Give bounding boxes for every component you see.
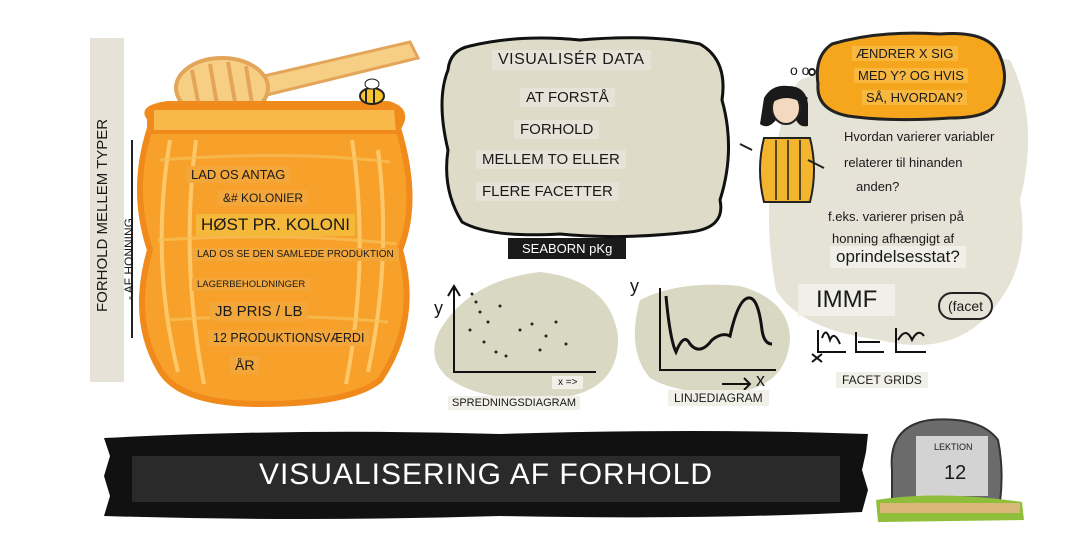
note-line-1: Hvordan varierer variabler [838,128,1001,145]
person-figure [739,85,825,203]
left-column-title: FORHOLD MELLEM TYPER [94,119,111,312]
note-line-6: oprindelsesstat? [830,246,966,268]
cloud-line-1: VISUALISÉR DATA [492,50,651,70]
banner-title: VISUALISERING AF FORHOLD [258,458,714,491]
scatter-x-label: x => [552,376,584,389]
line-caption: LINJEDIAGRAM [668,390,769,406]
seaborn-label: SEABORN pKg [508,238,627,259]
left-column-panel [90,38,124,382]
bee-icon [359,78,385,105]
left-column-subtitle: - AF HONNING [122,218,136,300]
banner-inner-panel [132,456,840,502]
lesson-label: LEKTION [934,442,973,452]
jar-line-8: ÅR [230,356,260,374]
jar-line-6: JB PRIS / LB [210,302,308,321]
jar-line-4: LAD OS SE DEN SAMLEDE PRODUKTION [192,248,399,261]
left-column-subtitle-text: - AF HONNING [122,217,136,300]
thought-line-3: SÅ, HVORDAN? [862,90,967,105]
scatter-y-label: y [434,298,443,318]
thought-line-1: ÆNDRER X SIG [852,46,958,61]
scatter-caption: SPREDNINGSDIAGRAM [448,396,581,410]
line-y-label: y [630,276,639,296]
note-line-2: relaterer til hinanden [838,154,969,171]
thought-sound: o o [790,62,810,78]
scatter-plot [447,284,596,373]
thought-dot [808,68,816,76]
jar-line-7: 12 PRODUKTIONSVÆRDI [208,330,370,346]
cloud-line-3: FORHOLD [514,120,600,139]
left-column-title-text: FORHOLD MELLEM TYPER [94,118,111,312]
immf-label: IMMF [798,284,896,316]
facet-bubble: (facet [938,292,994,320]
cloud-line-5: FLERE FACETTER [476,182,619,201]
lesson-number: 12 [944,462,967,484]
jar-line-1: LAD OS ANTAG [186,166,291,183]
cloud-line-2: AT FORSTÅ [520,88,615,107]
jar-line-2: &# KOLONIER [218,190,309,206]
line-plot [659,288,776,391]
cloud-line-4: MELLEM TO ELLER [476,150,626,169]
scatter-background-blob [434,272,619,400]
right-background-blob [768,53,1028,345]
note-line-5: honning afhængigt af [826,230,961,247]
facet-grid-sketches [811,328,926,363]
honey-dipper [174,40,421,120]
line-x-label: x [756,370,765,390]
facet-grids-caption: FACET GRIDS [836,372,928,388]
jar-line-5: LAGERBEHOLDNINGER [192,278,311,291]
note-line-4: f.eks. varierer prisen på [822,208,970,225]
thought-line-2: MED Y? OG HVIS [854,68,968,83]
jar-line-3: HØST PR. KOLONI [196,214,355,236]
lesson-milestone [876,418,1024,522]
note-line-3: anden? [850,178,906,195]
